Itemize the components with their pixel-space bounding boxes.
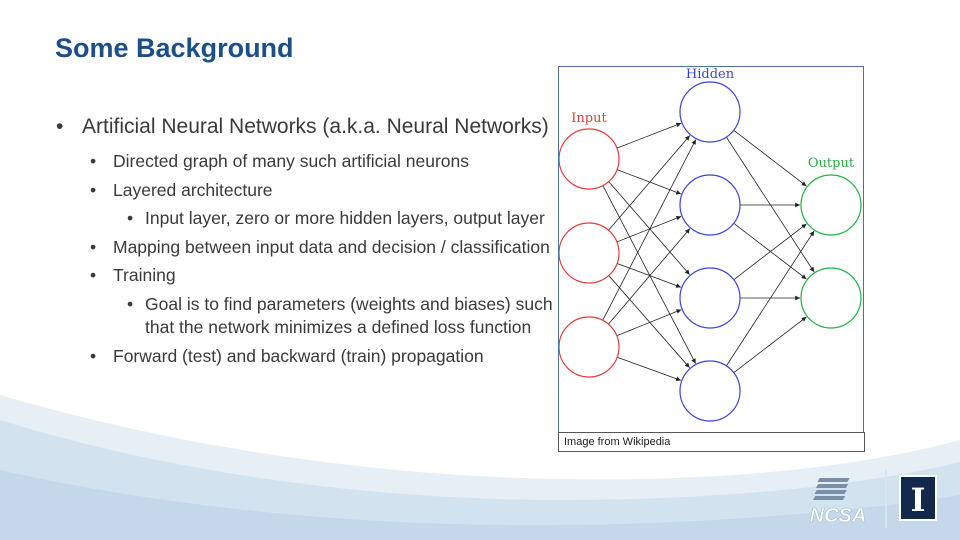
bullet-text: Goal is to find parameters (weights and … [145, 293, 553, 338]
edge-input-1-hidden-2 [616, 263, 682, 288]
logo-divider [885, 470, 887, 528]
bullet-goal: • Goal is to find parameters (weights an… [55, 293, 555, 340]
bullet-layered-architecture: • Layered architecture [55, 179, 555, 203]
edge-input-1-hidden-3 [608, 275, 690, 368]
bullet-dot: • [127, 208, 134, 228]
bullet-text: Forward (test) and backward (train) prop… [113, 345, 484, 366]
bullet-dot: • [90, 236, 97, 257]
bullet-ann: • Artificial Neural Networks (a.k.a. Neu… [55, 113, 555, 141]
bullet-directed-graph: • Directed graph of many such artificial… [55, 150, 555, 174]
hidden-node-4 [679, 360, 741, 422]
edges [602, 122, 815, 382]
neural-network-figure: Hidden Input Output [558, 66, 864, 433]
bullet-dot: • [90, 345, 97, 366]
bullet-text: Artificial Neural Networks (a.k.a. Neura… [82, 115, 549, 138]
edge-input-1-hidden-0 [608, 135, 691, 231]
edge-input-0-hidden-3 [602, 185, 697, 364]
input-layer-label: Input [571, 111, 607, 126]
input-node-2 [559, 222, 620, 284]
bullet-mapping: • Mapping between input data and decisio… [55, 236, 555, 260]
input-node-1 [559, 128, 620, 190]
edge-hidden-0-output-1 [726, 136, 815, 273]
bullet-dot: • [56, 115, 64, 138]
hidden-node-2 [679, 174, 741, 236]
ncsa-logo: NCSA [809, 478, 867, 526]
edge-input-0-hidden-1 [616, 169, 682, 195]
figure-caption: Image from Wikipedia [558, 432, 865, 452]
bullet-propagation: • Forward (test) and backward (train) pr… [55, 345, 555, 369]
bullet-dot: • [127, 293, 134, 314]
edge-hidden-3-output-0 [726, 230, 815, 367]
bullet-layers: • Input layer, zero or more hidden layer… [55, 207, 555, 231]
edge-hidden-3-output-1 [733, 316, 807, 374]
bullet-text: Directed graph of many such artificial n… [113, 151, 470, 171]
svg-text:I: I [911, 481, 926, 519]
edge-hidden-1-output-1 [733, 222, 807, 280]
page-title: Some Background [55, 33, 294, 63]
illinois-logo: I [899, 475, 937, 521]
output-layer-label: Output [808, 156, 855, 171]
bullet-dot: • [90, 265, 97, 285]
bullet-text: Input layer, zero or more hidden layers,… [145, 208, 545, 228]
bullet-text: Training [113, 265, 176, 285]
bullet-text: Mapping between input data and decision … [113, 236, 550, 257]
edge-input-0-hidden-2 [608, 181, 690, 275]
bullet-training: • Training [55, 264, 555, 288]
hidden-node-1 [679, 81, 741, 143]
nodes [559, 81, 862, 422]
input-node-3 [559, 316, 620, 378]
output-node-1 [800, 174, 862, 236]
edge-input-0-hidden-0 [616, 122, 682, 149]
edge-input-1-hidden-1 [616, 215, 682, 243]
edge-input-2-hidden-0 [602, 139, 697, 321]
bullet-list: • Artificial Neural Networks (a.k.a. Neu… [55, 113, 555, 373]
bullet-dot: • [90, 179, 97, 200]
edge-input-2-hidden-3 [617, 356, 682, 382]
neural-network-diagram: Hidden Input Output [559, 67, 862, 422]
hidden-layer-label: Hidden [686, 67, 735, 82]
edge-hidden-0-output-0 [733, 129, 807, 187]
edge-input-2-hidden-1 [608, 228, 691, 325]
hidden-node-3 [679, 267, 741, 329]
output-node-2 [800, 267, 862, 329]
edge-input-2-hidden-2 [616, 309, 682, 337]
edge-hidden-2-output-0 [733, 223, 807, 281]
svg-text:NCSA: NCSA [810, 505, 867, 526]
bullet-text: Layered architecture [113, 179, 273, 200]
bullet-dot: • [90, 151, 97, 171]
